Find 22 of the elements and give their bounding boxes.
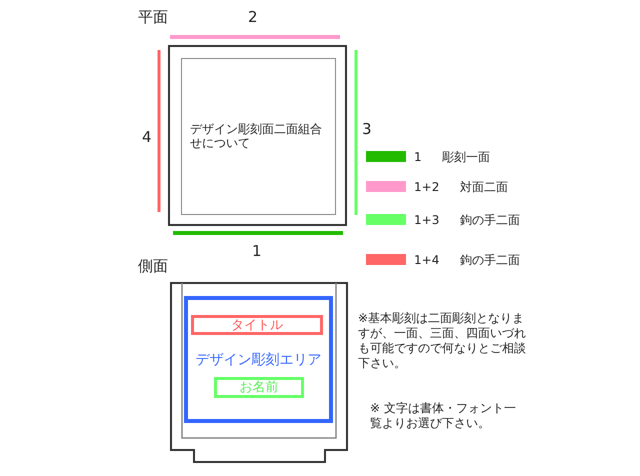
side-number: 1: [252, 242, 262, 261]
heading-text: デザイン彫刻面二面組合せについて: [190, 122, 323, 151]
legend-label: 1+4 鉤の手二面: [414, 252, 520, 269]
view-title: 平面: [138, 8, 168, 27]
legend-label: 1+2 対面二面: [414, 179, 508, 196]
side-number: 4: [142, 128, 152, 147]
note-text: ※基本彫刻は二面彫刻となりますが、一面、三面、四面いづれも可能ですので何なりとご相談下さい。: [358, 311, 527, 371]
note-text: ※ 文字は書体・フォント一覧よりお選び下さい。: [370, 401, 517, 431]
area-label: デザイン彫刻エリア: [194, 352, 322, 369]
area-label: お名前: [238, 380, 280, 396]
view-title: 側面: [138, 257, 168, 276]
area-box: [214, 377, 304, 398]
side-number: 2: [248, 8, 258, 27]
side-view-outline: [170, 282, 349, 463]
area-label: タイトル: [230, 318, 284, 334]
area-box: [184, 296, 333, 423]
area-box: [181, 58, 336, 215]
area-box: [191, 315, 323, 335]
legend-label: 1 彫刻一面: [414, 149, 490, 166]
top-view-outline: [168, 45, 347, 226]
side-number: 3: [362, 120, 372, 139]
legend-label: 1+3 鉤の手二面: [414, 212, 520, 229]
